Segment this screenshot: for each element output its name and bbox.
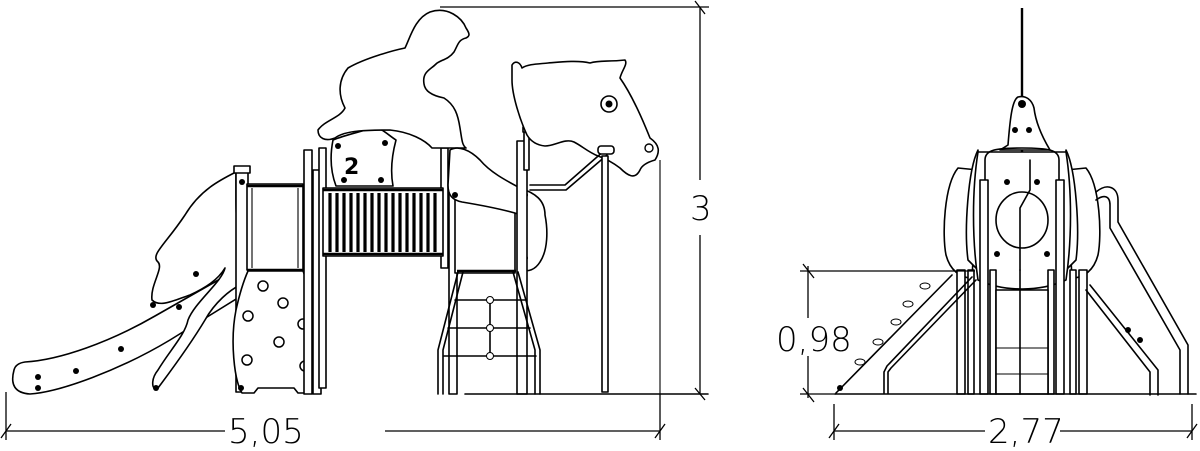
width-dimension: 5,05 <box>0 392 666 451</box>
jockey-silhouette <box>317 9 470 149</box>
end-view: 0,98 2,77 <box>776 8 1198 451</box>
rope-ladder <box>1089 284 1159 396</box>
head-finial <box>999 95 1051 151</box>
platform-height-label: 0,98 <box>776 320 852 360</box>
side-view: 2 <box>0 0 712 451</box>
tower-panel <box>246 183 304 271</box>
horse-tail <box>151 171 241 390</box>
height-label: 3 <box>690 189 712 229</box>
climbing-ramp <box>835 274 977 394</box>
horse-nostril <box>644 143 654 153</box>
tunnel-post-left <box>303 149 313 395</box>
end-porthole <box>995 191 1049 249</box>
end-posts <box>956 179 1088 395</box>
horse-head <box>511 59 660 177</box>
net-ladder <box>437 271 541 395</box>
rear-post <box>601 155 609 393</box>
platform-height-dimension: 0,98 <box>776 263 975 403</box>
end-width-dimension: 2,77 <box>828 404 1198 451</box>
number-panel: 2 <box>330 126 397 187</box>
height-dimension: 3 <box>440 0 712 401</box>
end-slide <box>1095 186 1189 395</box>
panel-number: 2 <box>344 155 359 180</box>
post-cap <box>233 165 251 174</box>
handle-bar <box>529 149 606 186</box>
width-label: 5,05 <box>228 412 304 451</box>
tunnel <box>322 187 444 257</box>
end-width-label: 2,77 <box>988 412 1064 451</box>
climbing-wall <box>232 270 320 394</box>
